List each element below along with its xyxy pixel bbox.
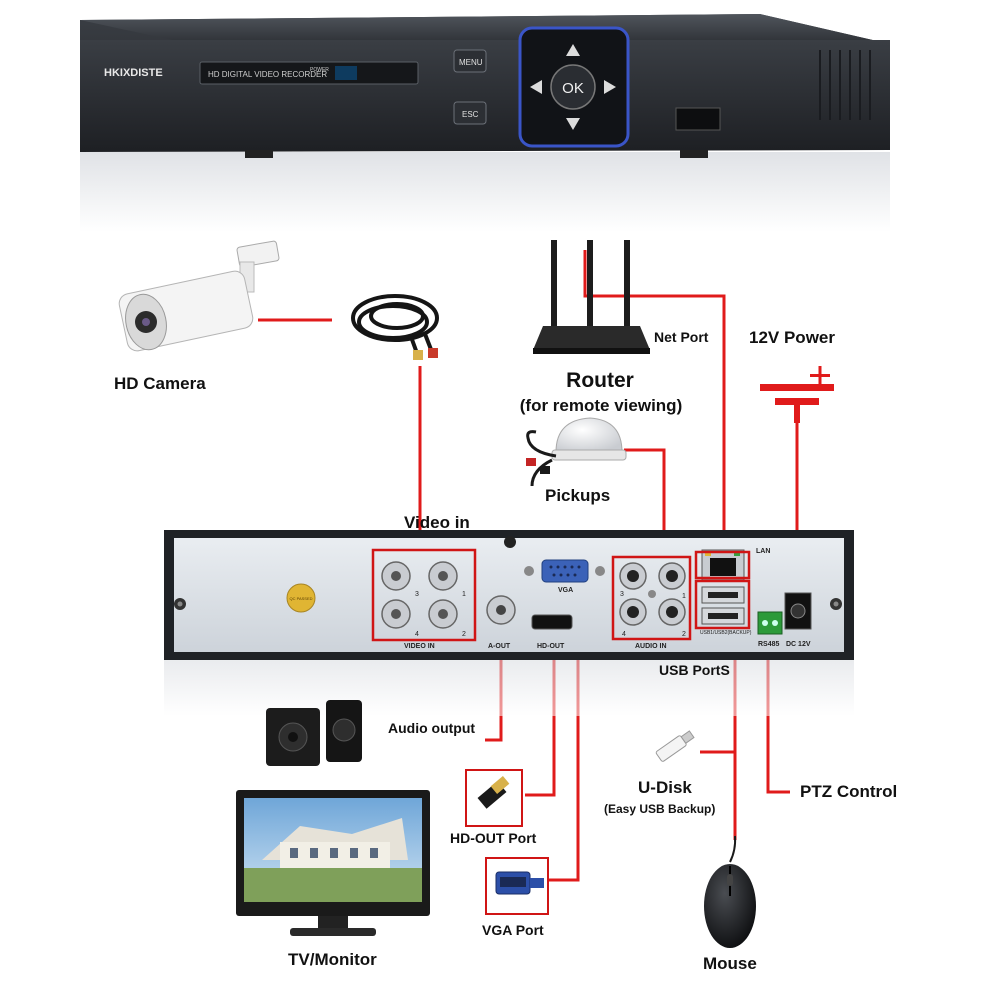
- dvr-power-text: POWER: [310, 67, 329, 73]
- router-label: Router: [566, 369, 634, 392]
- ok-button-label: OK: [562, 80, 584, 97]
- menu-button[interactable]: [453, 49, 487, 73]
- tv-monitor-label: TV/Monitor: [288, 950, 377, 969]
- audio-port-num-1: 1: [682, 593, 686, 600]
- hdmi-port[interactable]: [531, 614, 573, 630]
- ok-button[interactable]: [550, 64, 596, 110]
- dvr-back-panel: [164, 530, 854, 716]
- video-in-panel-text: VIDEO IN: [404, 643, 435, 650]
- qc-sticker: [286, 583, 316, 613]
- power-symbol-icon: [760, 366, 834, 423]
- hd-out-port-label: HD-OUT Port: [450, 830, 537, 846]
- pickups-label: Pickups: [545, 486, 611, 505]
- audio-port-num-2: 2: [682, 631, 686, 638]
- dc-panel-text: DC 12V: [786, 641, 811, 648]
- pickup-microphone-image: [526, 417, 627, 487]
- hd-out-panel-text: HD-OUT: [537, 643, 565, 650]
- speakers-image: [266, 700, 362, 766]
- qc-sticker-text: QC PASSED: [289, 596, 312, 601]
- vga-port-label: VGA Port: [482, 922, 544, 938]
- up-arrow-icon[interactable]: [566, 44, 580, 56]
- u-disk-sub-label: (Easy USB Backup): [604, 802, 716, 816]
- esc-button-label: ESC: [462, 110, 479, 119]
- dvr-brand: HKIXDISTE: [104, 67, 163, 79]
- usb-panel-text: USB1/USB2(BACKUP): [700, 630, 752, 636]
- hd-camera-image: [118, 240, 280, 352]
- menu-button-label: MENU: [459, 58, 483, 67]
- dvr-model-text: HD DIGITAL VIDEO RECORDER: [208, 70, 327, 79]
- video-port-num-3: 3: [415, 591, 419, 598]
- mouse-label: Mouse: [703, 954, 757, 973]
- audio-port-num-3: 3: [620, 591, 624, 598]
- front-usb-slot: [675, 107, 721, 131]
- power-12v-label: 12V Power: [749, 328, 835, 347]
- rs485-terminal[interactable]: [757, 611, 783, 635]
- left-arrow-icon[interactable]: [530, 80, 542, 94]
- right-arrow-icon[interactable]: [604, 80, 616, 94]
- router-image: [533, 240, 650, 354]
- ptz-control-label: PTZ Control: [800, 782, 898, 801]
- video-port-num-1: 1: [462, 591, 466, 598]
- net-port-label: Net Port: [654, 329, 709, 345]
- audio-in-panel-text: AUDIO IN: [635, 643, 667, 650]
- esc-button[interactable]: [453, 101, 487, 125]
- audio-output-label: Audio output: [388, 720, 476, 736]
- router-sub-label: (for remote viewing): [519, 396, 683, 415]
- usb-ports-label: USB PortS: [659, 662, 730, 678]
- highlight-boxes: [371, 548, 751, 642]
- u-disk-label: U-Disk: [638, 778, 692, 797]
- vga-cable-icon: [495, 871, 544, 895]
- mouse-image: [704, 835, 756, 948]
- down-arrow-icon[interactable]: [566, 118, 580, 130]
- usb-stick-icon: [655, 730, 695, 762]
- rs485-panel-text: RS485: [758, 641, 780, 648]
- tv-monitor-image: [236, 790, 430, 936]
- dvr-front-unit: [80, 14, 890, 232]
- video-in-label: Video in: [404, 513, 470, 532]
- hdmi-cable-icon: [477, 776, 510, 809]
- hd-camera-label: HD Camera: [114, 374, 206, 393]
- video-port-num-4: 4: [415, 631, 419, 638]
- vga-panel-text: VGA: [558, 587, 573, 594]
- vga-port[interactable]: [541, 559, 589, 583]
- lan-panel-text: LAN: [756, 548, 770, 555]
- coax-cable-image: [351, 294, 439, 357]
- video-port-num-2: 2: [462, 631, 466, 638]
- audio-port-num-4: 4: [622, 631, 626, 638]
- a-out-panel-text: A-OUT: [488, 643, 511, 650]
